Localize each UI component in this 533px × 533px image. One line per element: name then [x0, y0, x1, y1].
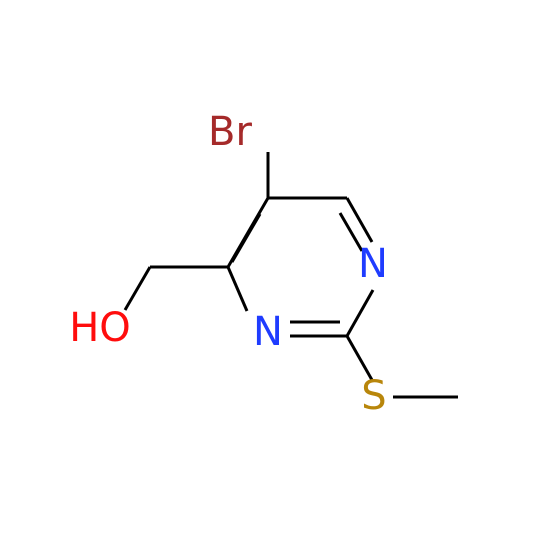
bond-c6-n1 — [345, 197, 374, 243]
bond-n3-c4 — [226, 266, 249, 312]
atom-nitrogen-bottom-label: N — [253, 309, 283, 355]
bond-c6-n1-inner — [338, 212, 364, 252]
bond-c4-c5-inner — [230, 213, 262, 263]
atom-bromine-label: Br — [208, 109, 252, 155]
atom-hydroxyl-label: HO — [69, 305, 131, 351]
bond-c2-s — [345, 335, 374, 381]
atom-nitrogen-top-label: N — [358, 241, 388, 287]
bond-ch2-o — [123, 266, 152, 311]
bond-n1-c2 — [345, 289, 375, 337]
atom-sulfur-label: S — [361, 373, 386, 419]
